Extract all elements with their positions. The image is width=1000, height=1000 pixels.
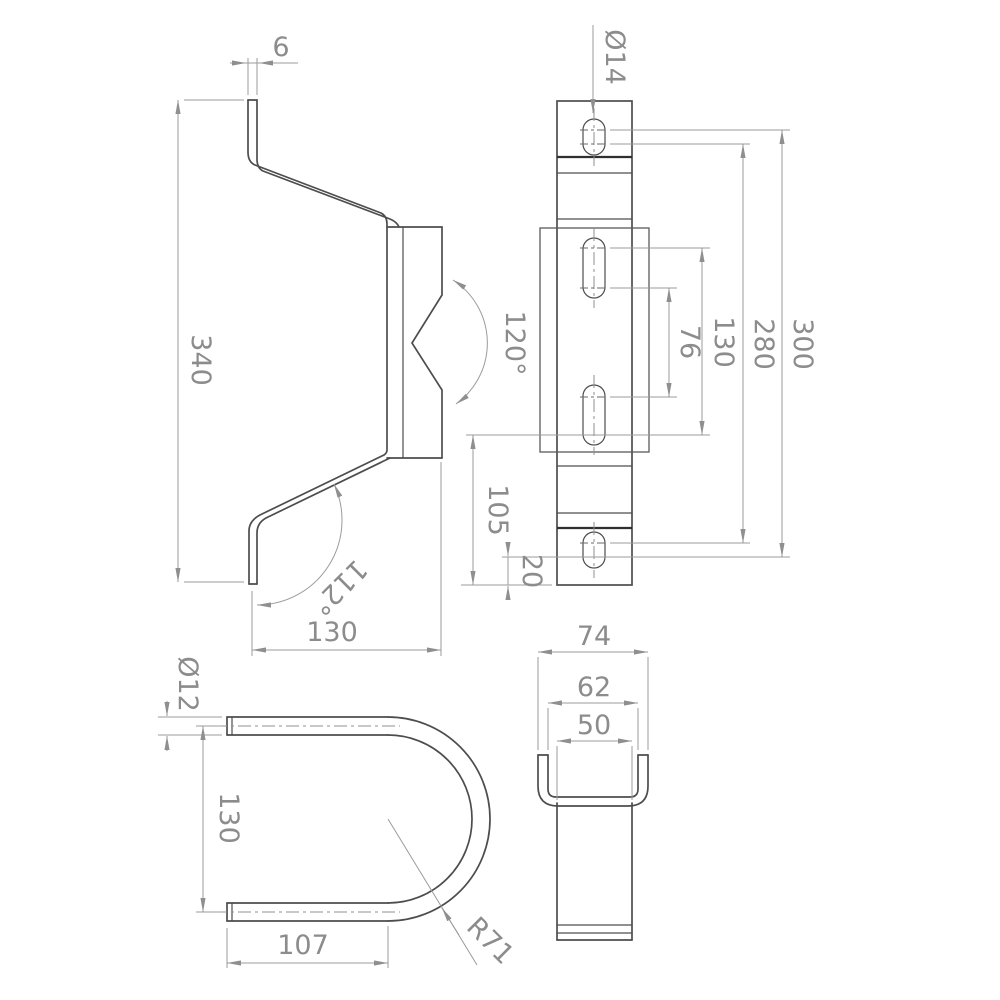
dim-text-rod: Ø12 [172,656,203,712]
radius-leader-line [387,818,478,966]
dim-text-105: 105 [482,484,513,536]
slot-top [580,108,608,166]
bracket-outer-surface [247,99,388,585]
bend-inner-arc [387,734,473,904]
dim-text-76: 76 [674,325,705,359]
dim-text-inner: 62 [577,672,611,703]
dim-text-130: 130 [708,316,739,368]
bend-outer-arc [387,716,491,922]
dim-text-outer: 74 [577,621,611,652]
dim-text-leg: 107 [277,930,329,961]
arrow-stub [441,907,460,936]
channel-outer-surface [537,754,649,807]
angle-arc-120 [452,279,488,405]
bracket-lower-slant-inner [256,457,391,585]
bracket-side-view: 6 340 130 120° 112° [175,32,530,656]
dim-text-300: 300 [787,318,818,370]
dim-text-280: 280 [748,318,779,370]
channel-inner-surface [547,754,639,798]
dim-text-height: 340 [185,334,216,386]
channel-profile-view: 74 62 50 [537,621,649,941]
slot-lower-middle [580,375,608,455]
angle-text-120: 120° [499,310,530,375]
dim-text-radius: R71 [460,911,519,970]
dim-text-spread: 130 [213,792,244,844]
dim-text-plate-width: 50 [577,710,611,741]
dim-text-20: 20 [516,554,547,588]
plate-front-view: Ø14 76 130 280 300 105 20 [461,25,818,600]
bracket-right-face-with-notch [410,226,443,459]
dim-text-hole: Ø14 [599,29,630,85]
bracket-inner-surface [256,99,400,228]
slot-upper-middle [580,228,608,308]
slot-bottom [580,522,608,578]
dim-text-width: 130 [306,617,358,648]
u-bolt-view: Ø12 130 107 R71 [158,656,520,971]
angle-arc-112 [256,483,343,608]
angle-text-112: 112° [305,553,373,621]
dim-text-thickness: 6 [272,32,289,63]
